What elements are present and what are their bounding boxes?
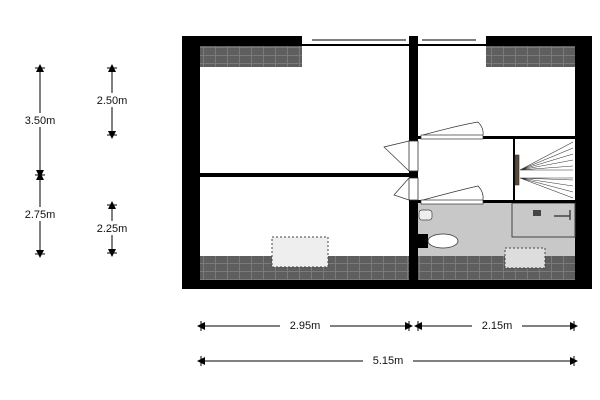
- door-left-lower[interactable]: [408, 177, 419, 201]
- dim-left-outer-bottom: 2.75m: [25, 209, 56, 221]
- stair-wall: [513, 139, 515, 200]
- roof-tiles-top-left: [200, 46, 302, 67]
- toilet: [427, 233, 459, 249]
- hallway-wall: [418, 200, 575, 203]
- roof-tiles-top-right: [486, 46, 575, 67]
- skylight-right: [504, 247, 546, 269]
- sink: [418, 209, 433, 221]
- shower-drain: [533, 210, 541, 216]
- skylight-left: [271, 236, 329, 268]
- shower-head: [554, 210, 571, 220]
- toilet-tank: [418, 234, 428, 248]
- dim-left-outer-top: 3.50m: [25, 115, 56, 127]
- dim-bottom-right: 2.15m: [482, 320, 513, 332]
- staircase: [514, 141, 574, 199]
- dim-bottom-total: 5.15m: [373, 355, 404, 367]
- door-left-upper[interactable]: [408, 140, 419, 172]
- right-room-wall: [418, 136, 575, 139]
- dim-bottom-left: 2.95m: [290, 320, 321, 332]
- door-bathroom[interactable]: [420, 199, 484, 205]
- left-divider-wall: [200, 173, 409, 177]
- shower-area: [511, 202, 576, 238]
- dim-left-inner-bottom: 2.25m: [97, 223, 128, 235]
- door-right-room[interactable]: [420, 134, 484, 140]
- dim-left-inner-top: 2.50m: [97, 95, 128, 107]
